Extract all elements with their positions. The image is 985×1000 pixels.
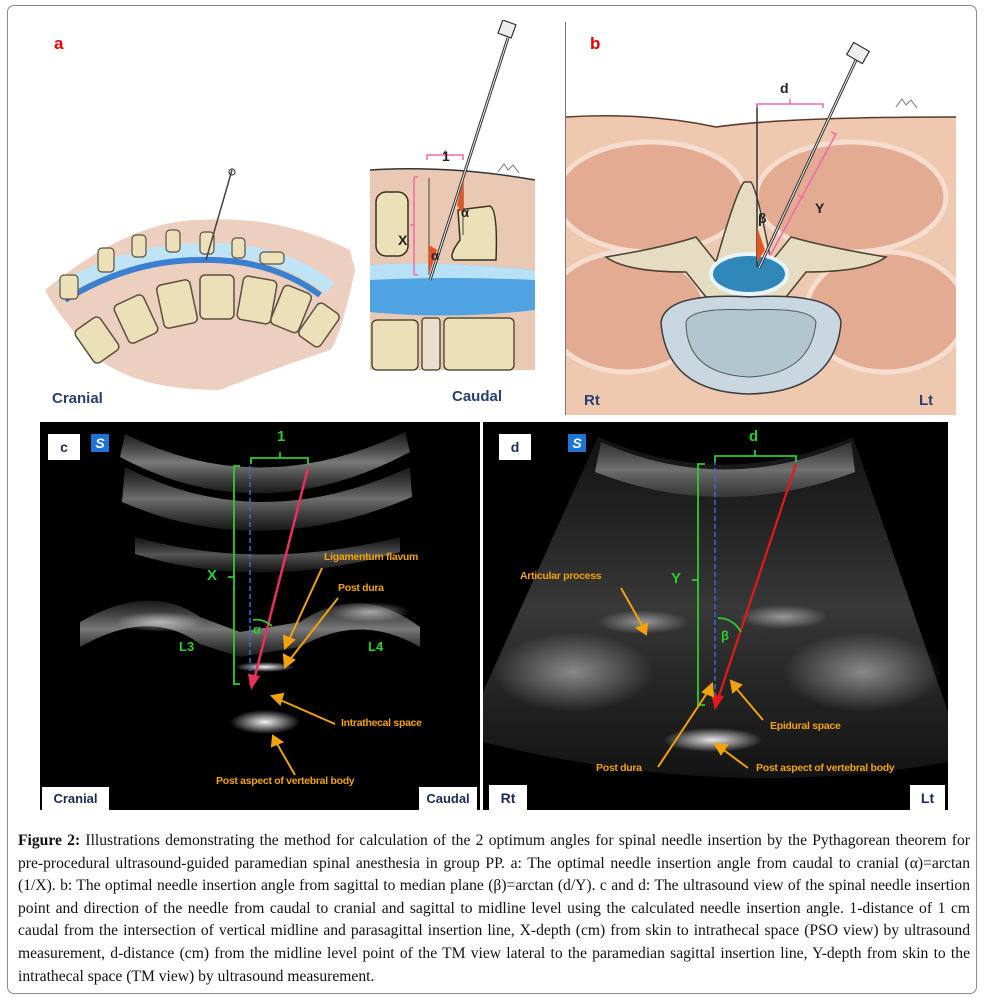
label-caudal: Caudal [452,388,503,405]
ultrasound-d-image [483,437,948,778]
x-bracket [228,465,240,685]
y-bracket [692,463,705,706]
label-beta: β [721,628,729,643]
ultrasound-logo-icon: S [91,434,109,452]
label-y: Y [815,200,825,216]
label-alpha-upper: α [461,205,469,220]
d-bracket [714,450,797,462]
y-bracket [765,131,838,255]
label-x: X [398,232,408,248]
figure-caption: Figure 2: Illustrations demonstrating th… [18,830,970,988]
spinal-canal [709,252,789,296]
ultrasound-logo-icon: S [568,434,586,452]
panel-a-illustration: a 1 X α α Cranial Caudal [20,20,562,415]
ultrasound-c-image [80,432,420,776]
label-rt: Rt [489,785,527,810]
annotation-epidural-space: Epidural space [770,720,841,732]
label-rt: Rt [584,392,600,409]
label-y: Y [671,570,682,587]
signature [895,98,918,109]
muscle-left-top [566,139,749,255]
annotation-vertebral-body: Post aspect of vertebral body [756,762,895,774]
alpha-wedge-upper [457,180,463,215]
beta-wedge [757,227,765,262]
vertebral-bodies [74,274,340,364]
csf-dark [63,256,322,303]
label-alpha: α [253,622,261,637]
needle-path [251,467,310,685]
label-caudal: Caudal [419,787,477,810]
sagittal-spine-drawing [45,20,536,390]
alpha-wedge-lower [429,245,437,275]
panel-letter-c: c [48,434,80,460]
panel-letter-a: a [54,34,64,53]
annotation-post-dura: Post dura [338,582,384,594]
label-l4: L4 [368,639,384,654]
panel-letter-b: b [590,34,601,53]
d-bracket [756,99,824,108]
panel-d-ultrasound: d S d Y β Articular process Epidural spa… [483,422,948,810]
label-cranial: Cranial [42,787,109,810]
panel-letter-d: d [499,434,531,460]
spinous-processes [59,229,285,300]
label-d: d [749,428,759,445]
label-lt: Lt [919,392,934,409]
annotation-intrathecal-space: Intrathecal space [341,717,422,729]
caudal-detail [369,20,536,371]
label-x: X [207,567,218,584]
panel-b-illustration: b d Y β Rt Lt [565,22,956,415]
caption-label: Figure 2: [18,832,81,849]
annotation-vertebral-body: Post aspect of vertebral body [216,775,355,787]
annotation-articular-process: Articular process [520,570,602,582]
label-cranial: Cranial [52,390,103,407]
muscle-right-top [753,139,949,255]
annotation-arrows [269,567,339,776]
label-one: 1 [442,148,450,164]
label-lt: Lt [910,785,945,810]
annotation-ligamentum-flavum: Ligamentum flavum [324,551,419,563]
label-l3: L3 [179,639,195,654]
transverse-spine-drawing [566,41,956,415]
caption-text: Illustrations demonstrating the method f… [18,832,970,985]
needle-small [205,169,233,261]
needle-path [715,463,798,703]
one-bracket [250,452,309,464]
label-alpha-lower: α [431,248,439,263]
one-bracket [426,150,464,160]
annotation-arrows [620,587,764,769]
label-d: d [780,80,789,96]
panel-c-ultrasound: c S 1 X α L3 L4 Ligamentum flavum Post d… [40,422,480,810]
annotation-post-dura: Post dura [596,762,642,774]
signature [497,163,520,174]
label-beta: β [758,210,767,226]
label-one: 1 [277,428,286,445]
